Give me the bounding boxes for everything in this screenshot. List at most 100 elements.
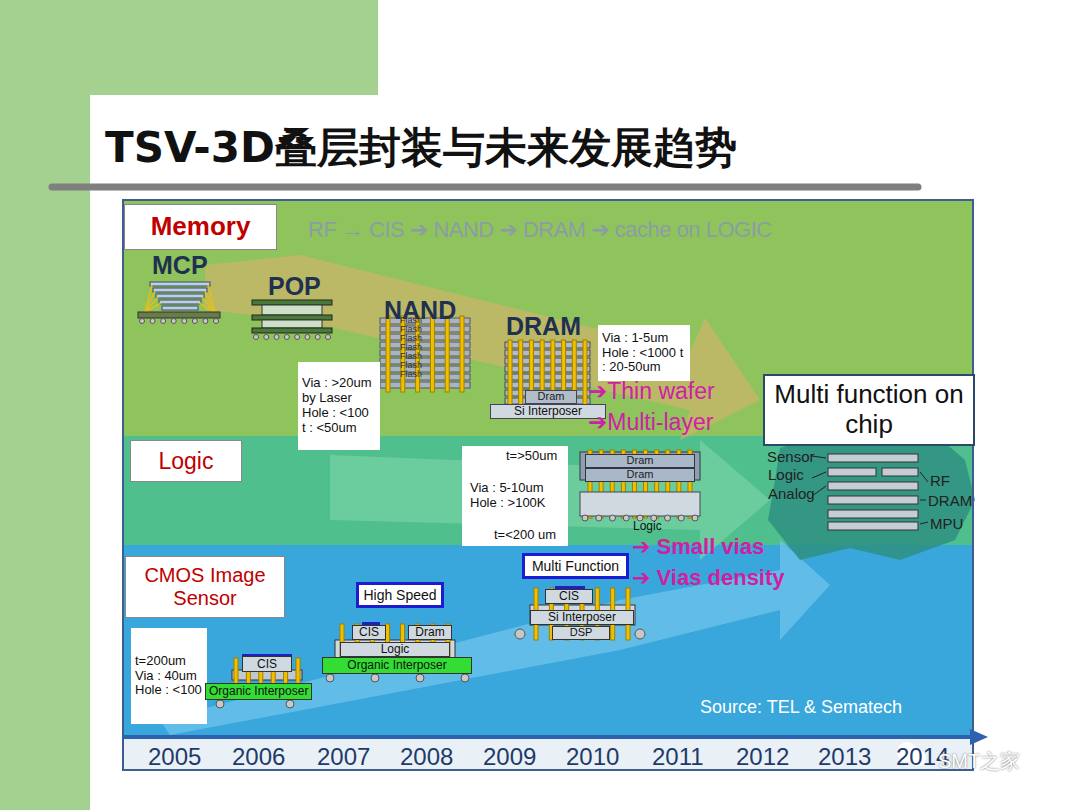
chip-layer — [828, 482, 918, 490]
chip-layer — [380, 326, 470, 332]
chip-layer — [380, 358, 470, 364]
solder-ball — [515, 629, 525, 639]
chip-layer: Dram — [585, 468, 695, 482]
solder-ball — [692, 515, 698, 521]
chip-layer — [380, 374, 470, 380]
tsv-via — [519, 340, 523, 408]
node-text: CIS — [246, 658, 288, 671]
solder-ball — [286, 700, 294, 708]
node-text: Memory — [129, 212, 272, 242]
chip-layer: CIS — [352, 625, 386, 640]
solder-ball — [326, 674, 334, 682]
chip-layer — [156, 294, 204, 298]
tsv-via — [460, 316, 464, 392]
frame — [123, 200, 973, 770]
slide-ground — [90, 140, 1080, 810]
solder-ball — [326, 335, 331, 340]
solder-ball — [171, 319, 176, 324]
spec-note: t=200umVia : 40um Hole : <100 — [131, 628, 207, 724]
chip-layer — [505, 358, 590, 364]
chip-layer: DSP — [552, 626, 610, 640]
chip-layer — [828, 522, 918, 530]
chip-layer — [505, 366, 590, 372]
watermark: SMT之家 — [938, 750, 1020, 772]
title-rule — [52, 184, 918, 191]
year: 2012 — [736, 744, 789, 770]
chip-burst — [768, 430, 975, 560]
slide-title: TSV-3D叠层封装与未来发展趋势 — [105, 120, 737, 176]
tsv-via — [583, 340, 587, 408]
chip-layer — [162, 306, 198, 310]
chip-layer — [380, 334, 470, 340]
solder-ball — [254, 335, 259, 340]
node-text: Dram — [412, 626, 448, 639]
chip-layer — [828, 454, 918, 462]
chip-layer — [505, 342, 590, 348]
chip-name: Logic — [633, 520, 662, 533]
solder-ball — [623, 515, 629, 521]
chip-layer — [262, 320, 322, 328]
node-text: Dram — [589, 469, 691, 481]
substrate — [138, 312, 220, 318]
tsv-via — [430, 316, 434, 392]
node-text: Organic Interposer — [326, 659, 468, 672]
solder-ball — [305, 335, 310, 340]
bond-wire — [199, 303, 215, 312]
substrate — [252, 315, 332, 320]
solder-ball — [295, 335, 300, 340]
package-name: POP — [268, 273, 321, 301]
tsv-via — [234, 658, 238, 684]
tsv-via — [296, 658, 300, 684]
feature-text: ➔Multi-layer — [588, 410, 713, 435]
node-text: High Speed — [362, 588, 438, 603]
chip-layer: CIS — [242, 656, 292, 672]
chip-layer — [150, 282, 210, 286]
solder-ball — [665, 515, 671, 521]
year: 2011 — [652, 744, 704, 770]
solder-ball — [582, 515, 588, 521]
solder-ball — [416, 674, 424, 682]
node-text: Via : 5-10um Hole : >100K — [466, 481, 564, 511]
node-text: CMOS Image Sensor — [130, 564, 280, 610]
tag-box: High Speed — [356, 582, 444, 608]
year: 2010 — [566, 744, 619, 770]
year: 2008 — [400, 744, 453, 770]
leader-line — [920, 522, 928, 524]
goal-box: Multi function on chip — [763, 374, 975, 446]
node-text: t=>50um — [466, 449, 564, 464]
function-name: Analog — [768, 486, 815, 503]
chip-layer — [828, 510, 918, 518]
node-text: Dram — [529, 391, 573, 403]
year: 2007 — [317, 744, 370, 770]
node-text: Via : 40um Hole : <100 — [135, 669, 203, 699]
chip-layer — [505, 374, 590, 380]
solder-ball — [192, 319, 197, 324]
node-text: t=<200 um — [466, 528, 564, 543]
chip-layer: CIS — [545, 589, 593, 604]
node-text: Si Interposer — [534, 611, 630, 624]
spec-note: t=>50umVia : 5-10um Hole : >100K t=<200 u… — [462, 446, 568, 546]
chip-layer — [828, 496, 918, 504]
chip-layer — [380, 382, 470, 388]
chip-layer: Dram — [408, 625, 452, 640]
solder-ball — [274, 335, 279, 340]
feature-text: ➔ Vias density — [632, 566, 785, 590]
solder-ball — [284, 335, 289, 340]
year: 2013 — [818, 744, 871, 770]
package-drawings — [138, 282, 928, 708]
chip-layer: Dram — [525, 390, 577, 404]
solder-ball — [610, 515, 616, 521]
chip-layer: Logic — [340, 642, 450, 657]
spec-note: Via : 1-5um Hole : <1000 t : 20-50um — [598, 325, 690, 381]
node-text: Dram — [589, 455, 691, 467]
chip-name: Flash — [400, 370, 422, 380]
node-text: Via : 1-5um Hole : <1000 t : 20-50um — [602, 331, 686, 376]
solder-ball — [264, 335, 269, 340]
node-text: t=200um — [135, 654, 203, 669]
node-text: Multi function on chip — [769, 380, 969, 440]
tsv-via — [508, 340, 512, 408]
trend-arrow — [330, 440, 770, 560]
tag-box: Multi Function — [522, 553, 629, 579]
chip-layer — [505, 350, 590, 356]
interposer: Organic Interposer — [205, 683, 312, 700]
